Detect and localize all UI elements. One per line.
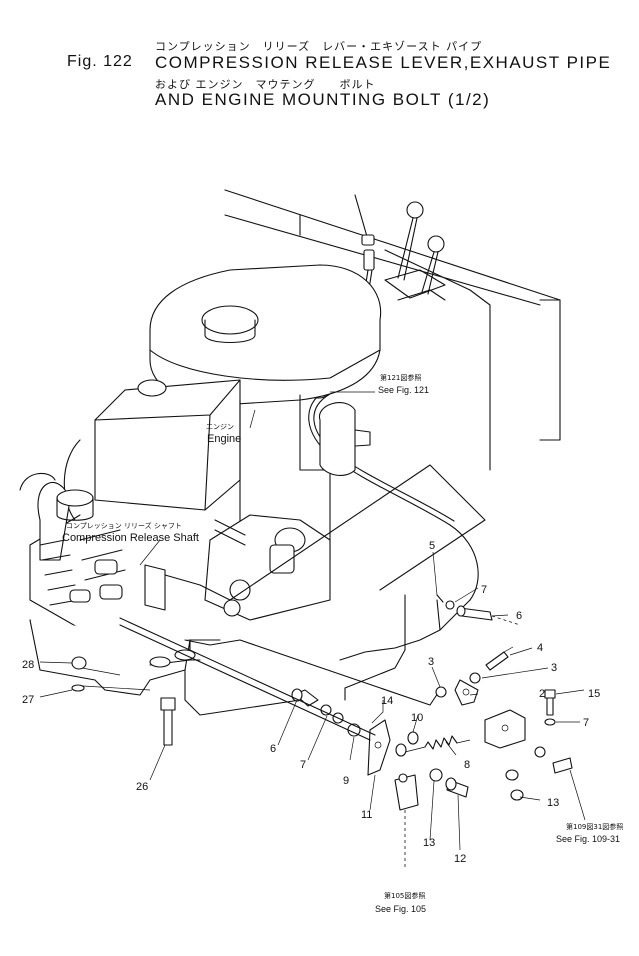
ref105-label-en: See Fig. 105	[375, 904, 426, 914]
callout-9: 9	[343, 775, 349, 787]
callout-3-b: 3	[551, 662, 557, 674]
exhaust-pipe	[319, 402, 356, 476]
callout-2: 2	[539, 688, 545, 700]
washer-10	[407, 731, 419, 745]
nut-13-a	[505, 769, 519, 781]
bracket-11	[394, 774, 419, 811]
callout-28: 28	[22, 659, 34, 671]
shaft-label-jp: コンプレッション リリーズ シャフト	[66, 521, 182, 530]
nut-28	[71, 656, 87, 670]
lever-2	[454, 679, 479, 706]
callout-27: 27	[22, 694, 34, 706]
lever-knob-2	[427, 235, 445, 253]
bracket-right	[484, 709, 526, 749]
callout-7-c: 7	[583, 717, 589, 729]
engine-label-en: Engine	[207, 433, 241, 445]
nut-13-b	[510, 789, 524, 801]
callout-3-a: 3	[428, 656, 434, 668]
control-levers	[384, 201, 446, 301]
title-jp-line2: および エンジン マウテング ボルト	[155, 78, 376, 91]
figure-number: Fig. 122	[67, 53, 133, 70]
exploded-parts	[71, 594, 573, 870]
ref121-label-jp: 第121図参照	[380, 373, 421, 382]
callout-6-a: 6	[516, 610, 522, 622]
callout-12: 12	[454, 853, 466, 865]
oil-cap	[56, 489, 94, 507]
filler-cap	[201, 305, 259, 335]
callout-15: 15	[588, 688, 600, 700]
title-en-line1: COMPRESSION RELEASE LEVER,EXHAUST PIPE	[155, 53, 612, 72]
engine-label-jp: エンジン	[206, 423, 234, 431]
ref121-label-en: See Fig. 121	[378, 385, 429, 395]
callout-8: 8	[464, 759, 470, 771]
engine-block	[19, 264, 382, 696]
ref109-label-en: See Fig. 109-31	[556, 834, 620, 844]
frame-outline	[224, 189, 561, 471]
lever-knob-1	[406, 201, 424, 219]
callout-7-a: 7	[481, 584, 487, 596]
ref109-label-jp: 第109図31図参照	[566, 822, 623, 831]
leader-lines	[39, 391, 586, 851]
callout-6-b: 6	[270, 743, 276, 755]
title-jp-line1: コンプレッション リリーズ レバー・エキゾースト パイプ	[155, 40, 483, 53]
callout-13-a: 13	[423, 837, 435, 849]
part-callouts: 2 3 3 4 5 6 6 7 7 7 8 9 10 11 12 13 13 1…	[22, 540, 600, 865]
shaft-label-en: Compression Release Shaft	[62, 532, 199, 544]
callout-26: 26	[136, 781, 148, 793]
callout-4: 4	[537, 642, 543, 654]
title-en-line2: AND ENGINE MOUNTING BOLT (1/2)	[155, 90, 491, 109]
nut-3-b	[435, 686, 447, 698]
bolt-15-head	[544, 689, 556, 699]
callout-11: 11	[361, 809, 372, 821]
nut-3-a	[469, 672, 481, 684]
ref105-label-jp: 第105図参照	[384, 891, 425, 900]
callout-13-b: 13	[547, 797, 559, 809]
washer-7-a	[445, 600, 455, 610]
callout-5: 5	[429, 540, 435, 552]
callout-14: 14	[381, 695, 393, 707]
callout-10: 10	[411, 712, 423, 724]
washer-7-c	[544, 718, 556, 726]
bolt-26-head	[160, 697, 176, 711]
pin-4	[485, 651, 509, 671]
cable-grip	[361, 234, 375, 246]
callout-7-b: 7	[300, 759, 306, 771]
washer-27	[71, 684, 85, 692]
nut-13-c	[429, 768, 443, 782]
